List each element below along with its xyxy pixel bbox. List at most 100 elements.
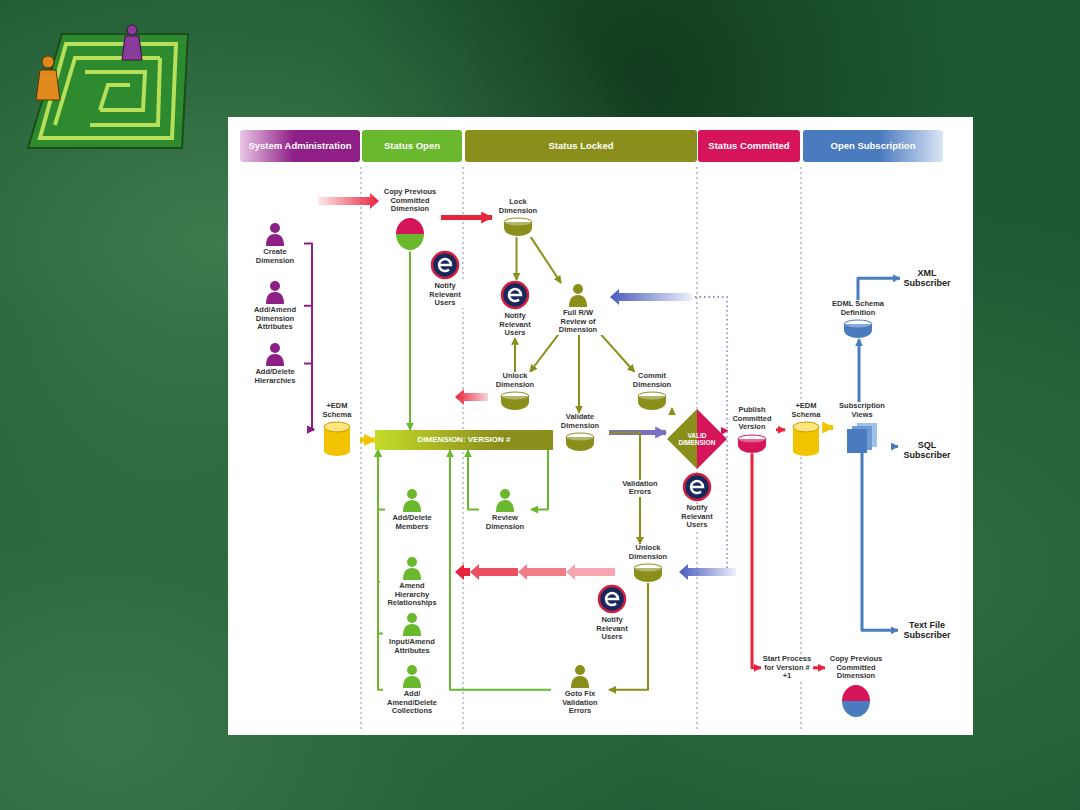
node-text: Open Subscription — [830, 140, 917, 151]
column-separator — [361, 167, 801, 730]
connector — [858, 339, 861, 402]
node-text: Status Committed — [707, 140, 790, 151]
connector — [813, 666, 825, 669]
process-icon: Unlock Dimension — [489, 372, 541, 411]
process-icon: Validate Dimension — [551, 413, 609, 452]
subscriber-label: SQL Subscriber — [898, 440, 956, 461]
node-text: Unlock Dimension — [489, 372, 541, 389]
person-icon — [401, 556, 423, 580]
process-icon: Add/Delete Members — [385, 488, 439, 531]
subscriber-label: Text File Subscriber — [898, 620, 956, 641]
process-icon: Add/Delete Hierarchies — [246, 342, 304, 385]
pages-icon — [845, 421, 879, 453]
connector — [514, 338, 516, 372]
node-text: System Administration — [247, 140, 352, 151]
node-text: Status Open — [383, 140, 441, 151]
node-text: Full R/W Review of Dimension — [549, 309, 607, 335]
process-icon: +EDM Schema — [785, 402, 827, 457]
node-text: XML Subscriber — [900, 268, 954, 289]
ie-icon — [430, 250, 460, 280]
cyl-icon — [791, 421, 821, 457]
connector — [891, 445, 898, 448]
process-icon: Lock Dimension — [492, 198, 544, 237]
node-text: Publish Committed Version — [728, 406, 776, 432]
node-text: Notify Relevant Users — [671, 504, 723, 530]
person-icon — [569, 664, 591, 688]
connector — [441, 215, 492, 220]
node-text: +EDM Schema — [314, 402, 360, 419]
disk-icon — [843, 319, 873, 339]
node-text: Subscription Views — [833, 402, 891, 419]
status-band: Status Open — [362, 130, 462, 162]
connector — [304, 244, 314, 430]
connector — [776, 428, 785, 431]
node-text: +EDM Schema — [785, 402, 827, 419]
node-text: Add/Delete Hierarchies — [246, 368, 304, 385]
node-text: Create Dimension — [246, 248, 304, 265]
person-icon — [494, 488, 516, 512]
connector — [752, 454, 761, 668]
node-text: Add/Delete Members — [385, 514, 439, 531]
process-icon: EDML Schema Definition — [831, 300, 885, 339]
process-icon: Notify Relevant Users — [586, 584, 638, 642]
process-icon: Copy Previous Committed Dimension — [379, 188, 441, 252]
connector — [578, 335, 580, 413]
cyl-icon — [322, 421, 352, 457]
connector — [378, 450, 385, 510]
node-text: Review Dimension — [479, 514, 531, 531]
node-text: EDML Schema Definition — [831, 300, 885, 317]
node-text: DIMENSION: VERSION # — [417, 435, 512, 444]
person-icon — [401, 664, 423, 688]
connector — [409, 252, 411, 430]
connector — [530, 335, 558, 372]
connector — [531, 450, 548, 510]
subscriber-label: Start Process for Version # +1 — [761, 655, 813, 681]
disk-icon — [637, 391, 667, 411]
connector — [671, 408, 673, 411]
connector — [858, 278, 900, 300]
process-icon: Unlock Dimension — [621, 544, 675, 583]
process-icon: Notify Relevant Users — [489, 280, 541, 338]
connector — [450, 450, 551, 690]
node-text: Unlock Dimension — [621, 544, 675, 561]
version-bar: DIMENSION: VERSION # — [375, 430, 553, 450]
person-icon — [264, 222, 286, 246]
process-icon: Amend Hierarchy Relationships — [380, 556, 444, 608]
node-text: Copy Previous Committed Dimension — [825, 655, 887, 681]
flow-arrow — [679, 564, 736, 580]
node-text: Notify Relevant Users — [586, 616, 638, 642]
process-icon: Add/Amend Dimension Attributes — [246, 280, 304, 332]
node-text: Copy Previous Committed Dimension — [379, 188, 441, 214]
process-icon: Notify Relevant Users — [671, 472, 723, 530]
ie-icon — [500, 280, 530, 310]
process-icon: Goto Fix Validation Errors — [551, 664, 609, 716]
connector — [304, 364, 314, 430]
connector — [304, 306, 314, 430]
connector — [601, 335, 634, 372]
connector — [862, 453, 898, 630]
node-text: Notify Relevant Users — [489, 312, 541, 338]
process-icon: Full R/W Review of Dimension — [549, 283, 607, 335]
edge-label: Validation Errors — [617, 480, 663, 497]
connector — [827, 425, 833, 430]
node-text: Amend Hierarchy Relationships — [380, 582, 444, 608]
node-text: Input/Amend Attributes — [383, 638, 441, 655]
process-icon: Input/Amend Attributes — [383, 612, 441, 655]
person-icon — [401, 612, 423, 636]
process-icon: Copy Previous Committed Dimension — [825, 655, 887, 719]
split-icon — [840, 683, 872, 719]
person-icon — [264, 342, 286, 366]
process-icon: Create Dimension — [246, 222, 304, 265]
split-icon — [394, 216, 426, 252]
status-band: System Administration — [240, 130, 360, 162]
node-text: Goto Fix Validation Errors — [551, 690, 609, 716]
process-icon: Add/ Amend/Delete Collections — [383, 664, 441, 716]
disk-icon — [503, 217, 533, 237]
person-icon — [264, 280, 286, 304]
node-text: SQL Subscriber — [898, 440, 956, 461]
person-icon — [567, 283, 589, 307]
connector — [468, 450, 479, 510]
